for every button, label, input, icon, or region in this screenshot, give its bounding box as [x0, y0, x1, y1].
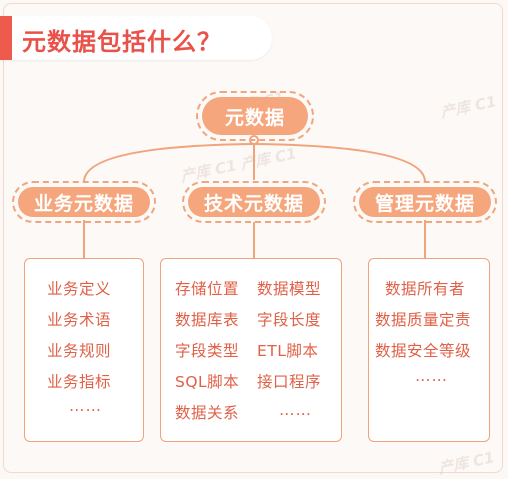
page-title: 元数据包括什么？	[22, 28, 222, 56]
category-label: 管理元数据	[359, 187, 491, 217]
list-item: ETL脚本	[257, 342, 319, 360]
category-label: 业务元数据	[18, 187, 150, 217]
list-item: 业务定义	[47, 280, 112, 298]
category-node-technical: 技术元数据	[182, 181, 326, 223]
list-item: 接口程序	[257, 373, 322, 391]
list-item: 数据模型	[257, 280, 322, 298]
list-item: 数据库表	[175, 311, 240, 329]
list-item: 数据所有者	[385, 280, 466, 298]
list-item: SQL脚本	[175, 373, 240, 391]
category-node-management: 管理元数据	[353, 181, 497, 223]
list-item: 业务规则	[47, 342, 112, 360]
list-item: 业务指标	[47, 373, 112, 391]
list-item: 数据质量定责	[375, 311, 472, 329]
list-item: 数据关系	[175, 404, 240, 422]
management-items-box: 数据所有者 数据质量定责 数据安全等级 ……	[368, 258, 490, 442]
list-item-ellipsis: ……	[279, 401, 312, 419]
list-item-ellipsis: ……	[69, 397, 102, 415]
title-accent-bar	[0, 16, 12, 60]
root-node-label: 元数据	[202, 97, 308, 135]
business-items-box: 业务定义 业务术语 业务规则 业务指标 ……	[24, 258, 144, 442]
title-banner: 元数据包括什么？	[0, 16, 272, 60]
list-item: 存储位置	[175, 280, 240, 298]
list-item: 字段长度	[257, 311, 322, 329]
list-item: 字段类型	[175, 342, 240, 360]
technical-items-box: 存储位置 数据模型 数据库表 字段长度 字段类型 ETL脚本 SQL脚本 接口程…	[160, 258, 342, 442]
list-item-ellipsis: ……	[415, 367, 448, 385]
root-node: 元数据	[196, 91, 314, 141]
list-item: 数据安全等级	[375, 342, 472, 360]
category-label: 技术元数据	[188, 187, 320, 217]
list-item: 业务术语	[47, 311, 112, 329]
category-node-business: 业务元数据	[12, 181, 156, 223]
